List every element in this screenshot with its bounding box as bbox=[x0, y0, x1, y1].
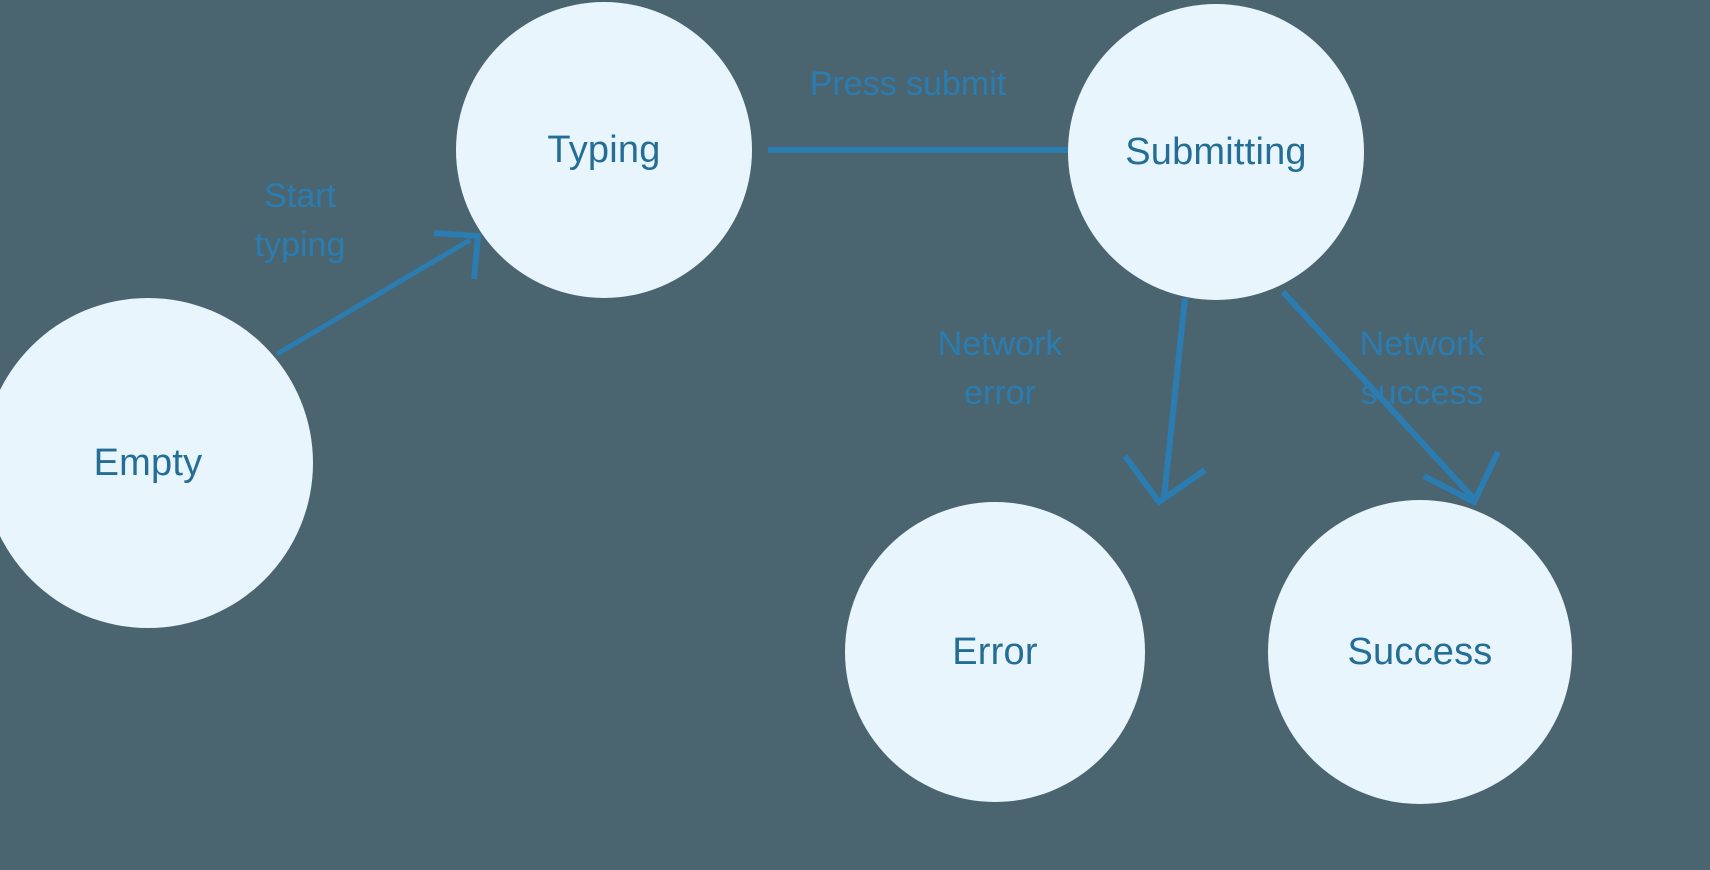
state-node-label: Empty bbox=[93, 442, 203, 484]
state-node-error[interactable]: Error bbox=[845, 502, 1145, 802]
edge-submitting-to-success bbox=[1280, 289, 1501, 507]
state-node-success[interactable]: Success bbox=[1268, 500, 1572, 804]
state-node-label: Typing bbox=[547, 129, 661, 171]
edge-empty-to-typing bbox=[275, 230, 482, 357]
state-node-label: Error bbox=[952, 631, 1038, 673]
state-node-typing[interactable]: Typing bbox=[456, 2, 752, 298]
state-node-label: Submitting bbox=[1125, 131, 1307, 173]
state-node-label: Success bbox=[1347, 631, 1493, 673]
edge-submitting-to-error bbox=[1122, 297, 1207, 507]
state-node-empty[interactable]: Empty bbox=[0, 298, 313, 628]
state-node-submitting[interactable]: Submitting bbox=[1068, 4, 1364, 300]
